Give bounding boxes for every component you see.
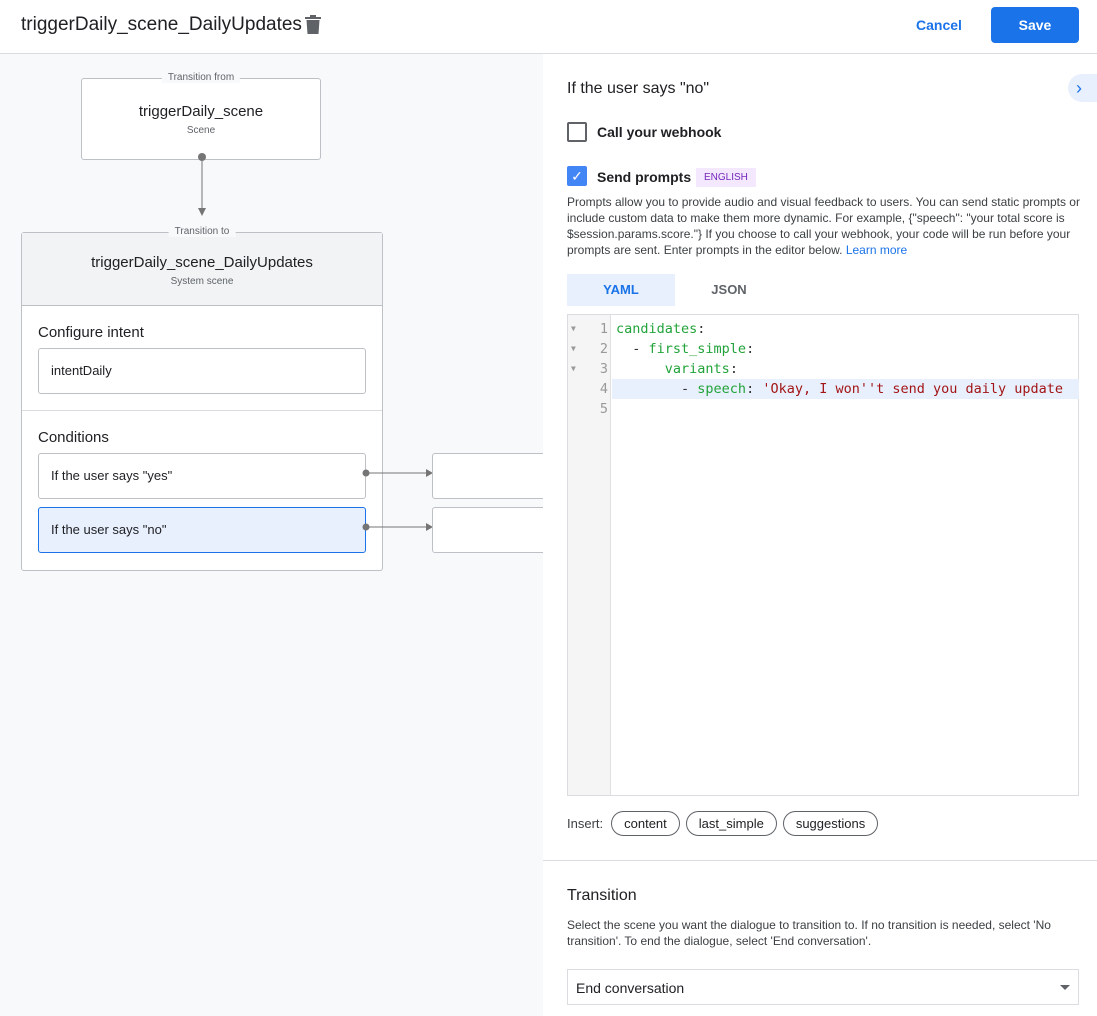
webhook-checkbox[interactable]	[567, 122, 587, 142]
intent-item[interactable]: intentDaily	[38, 348, 366, 394]
code-token-sep: :	[746, 341, 755, 357]
prompts-description: Prompts allow you to provide audio and v…	[567, 195, 1080, 257]
transition-to-label: Transition to	[168, 226, 236, 237]
tab-json[interactable]: JSON	[711, 282, 747, 297]
line-number: 3	[599, 361, 608, 377]
from-scene-type: Scene	[186, 125, 216, 136]
target-node-yes[interactable]	[432, 453, 543, 499]
line-number: 4	[599, 381, 608, 397]
line-number: 2	[599, 341, 608, 357]
condition-connectors	[362, 469, 433, 531]
code-token-indent	[616, 361, 665, 377]
flow-canvas: Transition from triggerDaily_scene Scene…	[0, 54, 543, 1016]
condition-yes[interactable]: If the user says "yes"	[38, 453, 366, 499]
code-token-sep: :	[697, 321, 706, 337]
code-editor[interactable]: ▼ 1 candidates: ▼ 2 - first_simple: ▼ 3 varian…	[567, 314, 1079, 796]
prompts-label: Send prompts	[597, 169, 692, 185]
insert-chip-last-simple[interactable]: last_simple	[685, 811, 777, 836]
code-line: - speech: 'Okay, I won''t send you daily…	[616, 379, 1063, 399]
language-badge: ENGLISH	[696, 168, 756, 187]
tab-yaml[interactable]: YAML	[567, 274, 675, 306]
webhook-label: Call your webhook	[597, 124, 722, 140]
code-token-sep: :	[746, 381, 763, 397]
code-token-key: candidates	[616, 321, 698, 337]
code-token-key: speech	[697, 381, 747, 397]
trash-icon[interactable]	[305, 15, 321, 34]
code-token-key: first_simple	[648, 341, 747, 357]
line-number: 5	[599, 401, 608, 417]
header: triggerDaily_scene_DailyUpdates Cancel S…	[0, 0, 1097, 54]
insert-label: Insert:	[567, 816, 604, 831]
connector-arrow	[198, 153, 206, 216]
dropdown-arrow-icon	[1060, 985, 1070, 995]
save-button[interactable]: Save	[991, 7, 1079, 43]
page-title: triggerDaily_scene_DailyUpdates	[21, 14, 302, 35]
code-line: - first_simple:	[616, 339, 754, 359]
transition-heading: Transition	[567, 887, 637, 904]
transition-selected-value: End conversation	[576, 980, 685, 996]
code-token-key: variants	[664, 361, 730, 377]
condition-panel: › If the user says "no" Call your webhoo…	[543, 54, 1097, 1016]
condition-no[interactable]: If the user says "no"	[38, 507, 366, 553]
configure-intent-heading: Configure intent	[38, 324, 144, 341]
transition-description: Select the scene you want the dialogue t…	[567, 918, 1051, 948]
transition-select[interactable]: End conversation	[567, 969, 1079, 1005]
code-line: variants:	[616, 359, 738, 379]
panel-heading: If the user says "no"	[567, 80, 710, 97]
insert-chip-content[interactable]: content	[611, 811, 680, 836]
conditions-heading: Conditions	[38, 429, 109, 446]
code-line: candidates:	[616, 319, 705, 339]
prompts-checkbox[interactable]: ✓	[567, 166, 587, 186]
line-number: 1	[599, 321, 608, 337]
code-token-indent: -	[616, 341, 649, 357]
to-scene-name: triggerDaily_scene_DailyUpdates	[91, 254, 313, 271]
code-token-indent: -	[616, 381, 698, 397]
fold-icon[interactable]: ▼	[571, 344, 576, 353]
cancel-button[interactable]: Cancel	[902, 8, 976, 42]
from-scene-name: triggerDaily_scene	[138, 103, 264, 120]
fold-icon[interactable]: ▼	[571, 364, 576, 373]
transition-from-label: Transition from	[161, 72, 241, 83]
code-token-val: 'Okay, I won''t send you daily update	[762, 381, 1064, 397]
transition-to-node: Transition to triggerDaily_scene_DailyUp…	[21, 226, 383, 571]
target-node-no[interactable]	[432, 507, 543, 553]
chevron-right-icon[interactable]: ›	[1068, 74, 1097, 102]
code-token-sep: :	[729, 361, 738, 377]
fold-icon[interactable]: ▼	[571, 324, 576, 333]
to-scene-type: System scene	[170, 276, 234, 287]
insert-chip-suggestions[interactable]: suggestions	[782, 811, 879, 836]
learn-more-link[interactable]: Learn more	[845, 243, 908, 257]
transition-from-node[interactable]: Transition from triggerDaily_scene Scene	[81, 72, 321, 160]
